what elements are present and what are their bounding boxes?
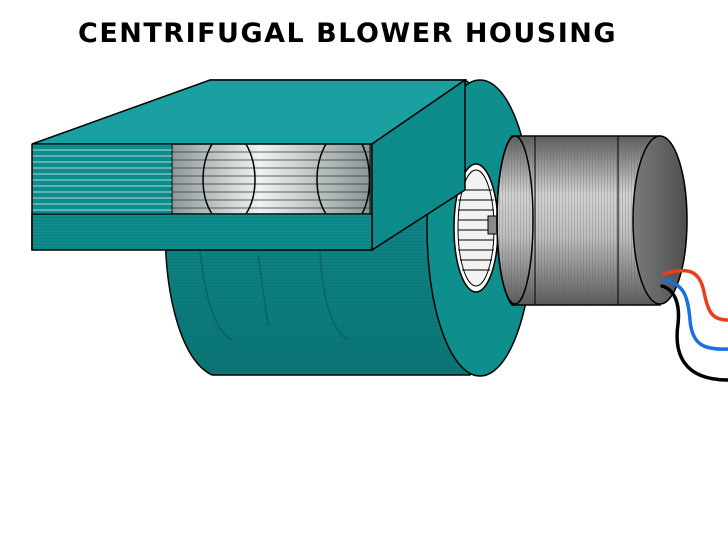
motor-front-ring [496, 135, 534, 305]
outlet-duct [31, 78, 468, 252]
motor-body-texture [497, 136, 660, 305]
duct-outlet-lines [32, 149, 172, 211]
diagram-title: CENTRIFUGAL BLOWER HOUSING [78, 18, 618, 49]
motor-end-cap [632, 135, 688, 305]
housing-inner-shadow [199, 249, 349, 341]
wheel-drum [169, 143, 371, 215]
wheel-rings [202, 143, 371, 215]
inlet-ring [453, 163, 519, 293]
duct-bottom-texture [32, 214, 372, 250]
wire-red [662, 268, 728, 322]
wire-blue [662, 278, 728, 351]
wire-black [660, 284, 728, 382]
motor-wires [660, 268, 728, 382]
motor [496, 135, 688, 306]
blower-wheel [169, 143, 371, 215]
duct-outlet-opening [31, 143, 173, 215]
